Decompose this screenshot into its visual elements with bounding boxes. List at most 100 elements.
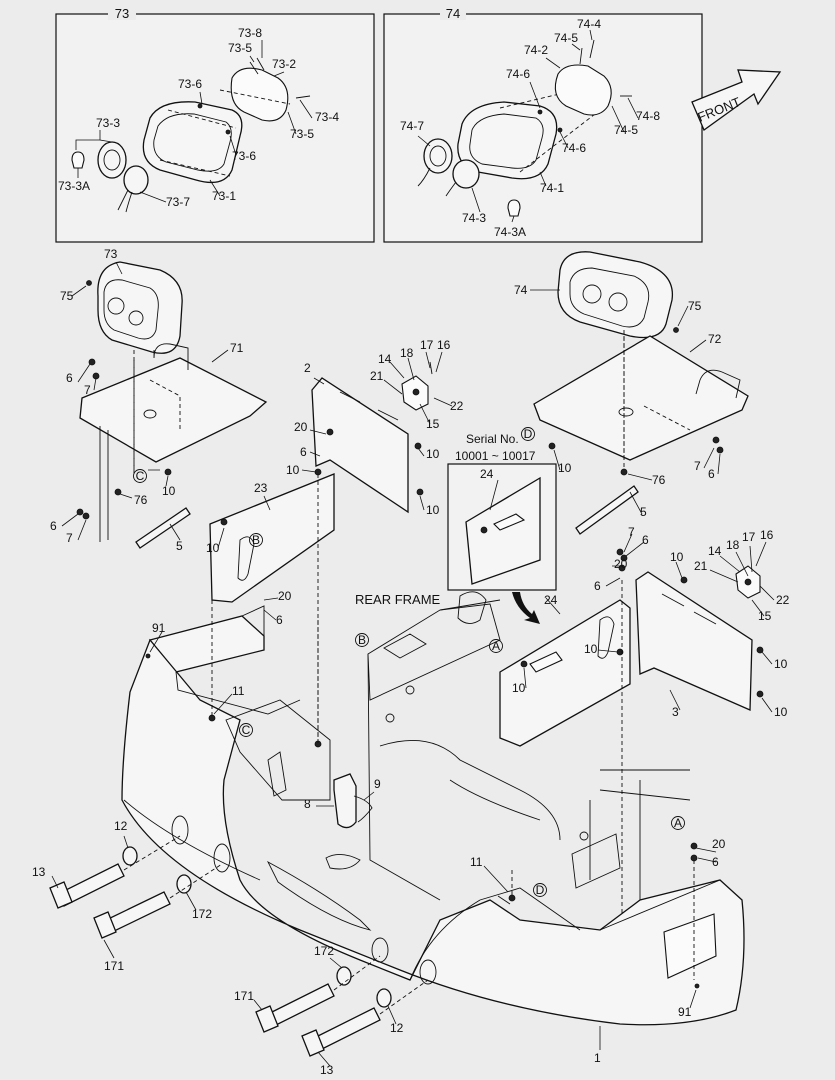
label-db: D (536, 883, 545, 897)
label-14-right: 14 (708, 544, 722, 558)
bracket-24 (499, 599, 631, 747)
ref-circle-cb (239, 723, 253, 737)
detail-box-73-title-bg (108, 6, 136, 20)
label-6c: 6 (300, 445, 307, 459)
label-91-right: 91 (678, 1005, 692, 1019)
nut-74-6b (557, 127, 563, 133)
bracket-2-rails (339, 391, 399, 421)
serial-note-line2: 10001 ~ 10017 (455, 449, 536, 463)
socket-74-3 (452, 159, 480, 189)
bracket-2 (311, 377, 409, 514)
label-ab: A (674, 816, 682, 830)
detail-73-hidden-axis (219, 89, 291, 105)
bracket-assembly-right (499, 564, 764, 920)
bulb-holder-74-7-inner (429, 145, 447, 167)
label-8: 8 (304, 797, 311, 811)
label-74-1: 74-1 (540, 181, 564, 195)
plate-72 (533, 335, 749, 461)
bulb-holder-73-3-inner (103, 149, 121, 171)
label-6b: 6 (50, 519, 57, 533)
nut-73-6b (225, 129, 231, 135)
label-10-mid: 10 (584, 642, 598, 656)
label-73-5b: 73-5 (290, 127, 314, 141)
wire-9 (353, 795, 373, 823)
label-5-right: 5 (640, 505, 647, 519)
gas-spring-5-left (135, 507, 191, 549)
bracket-3 (635, 571, 753, 711)
leader-lines-73 (75, 40, 313, 203)
rear-frame-web (379, 740, 561, 841)
bolt-10i (756, 646, 764, 654)
counterweight-body (121, 638, 745, 1026)
callout-labels: 73 75 71 6 7 C 10 76 6 7 5 2 14 18 17 16… (32, 247, 790, 1077)
label-6f: 6 (642, 533, 649, 547)
screw-91b (694, 983, 700, 989)
label-73-5a: 73-5 (228, 41, 252, 55)
label-74-4: 74-4 (577, 17, 601, 31)
bulb-holder-74-7 (423, 138, 453, 174)
lamp-housing-74-1-inner (469, 113, 544, 169)
bolt-20d (690, 842, 698, 850)
label-74-2: 74-2 (524, 43, 548, 57)
label-cb: C (242, 723, 251, 737)
front-arrow-shape (691, 69, 782, 132)
lamp-lens-74-2 (554, 64, 612, 116)
plate-71-support (99, 426, 109, 542)
front-arrow: FRONT (691, 69, 782, 132)
label-13-lower: 13 (320, 1063, 334, 1077)
label-5-left: 5 (176, 539, 183, 553)
label-73-6b: 73-6 (232, 149, 256, 163)
rear-frame-pads (383, 633, 621, 889)
counterweight-hole-d (419, 959, 437, 985)
label-73-8: 73-8 (238, 26, 262, 40)
bolt-10j (756, 690, 764, 698)
ref-circle-ab (671, 816, 685, 830)
bolt-6e (716, 446, 724, 454)
lamp-73 (97, 261, 183, 354)
washer-172-upper (176, 874, 192, 894)
label-20d: 20 (712, 837, 726, 851)
label-73-3: 73-3 (96, 116, 120, 130)
plate-72-hole (618, 407, 634, 417)
washer-172-lower (336, 966, 352, 986)
bolt-76a (114, 488, 122, 496)
bracket-3-rails (661, 593, 717, 625)
label-bb: B (358, 633, 366, 647)
detail-box-73: 73 73-8 73-5 73-2 73-6 73-3 73-4 73-5 73… (55, 6, 375, 243)
lamp-74 (557, 251, 674, 339)
label-6d: 6 (276, 613, 283, 627)
label-10b: 10 (286, 463, 300, 477)
detail-box-74: 74 74-4 74-5 74-2 74-6 74-7 74-8 74-5 74… (383, 6, 703, 243)
label-10h: 10 (670, 550, 684, 564)
bolt-20c (618, 564, 626, 572)
ref-circle-aa (489, 639, 503, 653)
detail-box-73-title: 73 (115, 6, 129, 21)
lamp-lens-73-2 (230, 67, 289, 122)
label-172-lower: 172 (314, 944, 334, 958)
plate-71-hidden (133, 350, 181, 474)
serial-detail-box: Serial No. 10001 ~ 10017 (447, 432, 557, 591)
label-10a: 10 (162, 484, 176, 498)
serial-transfer-arrow (512, 592, 540, 624)
screw-74-5a (579, 47, 583, 65)
label-74-3a: 74-3A (494, 225, 526, 239)
lamp-74-lens-a (582, 284, 602, 304)
latch-18-left (412, 388, 420, 396)
bolt-10d (416, 488, 424, 496)
left-lamp-assembly (76, 261, 268, 549)
label-74-6a: 74-6 (506, 67, 530, 81)
screw-75-left (86, 280, 92, 286)
counterweight-slot (266, 860, 372, 931)
serial-note-line1: Serial No. (466, 432, 519, 446)
lamp-73-lens-b (128, 310, 144, 326)
label-2: 2 (304, 361, 311, 375)
label-71: 71 (230, 341, 244, 355)
label-21-left: 21 (370, 369, 384, 383)
bolt-10h (680, 576, 688, 584)
label-17-right: 17 (742, 530, 756, 544)
label-16-right: 16 (760, 528, 774, 542)
label-22-left: 22 (450, 399, 464, 413)
bolt-6a (88, 358, 96, 366)
screw-73-8 (256, 57, 265, 71)
label-12-upper: 12 (114, 819, 128, 833)
